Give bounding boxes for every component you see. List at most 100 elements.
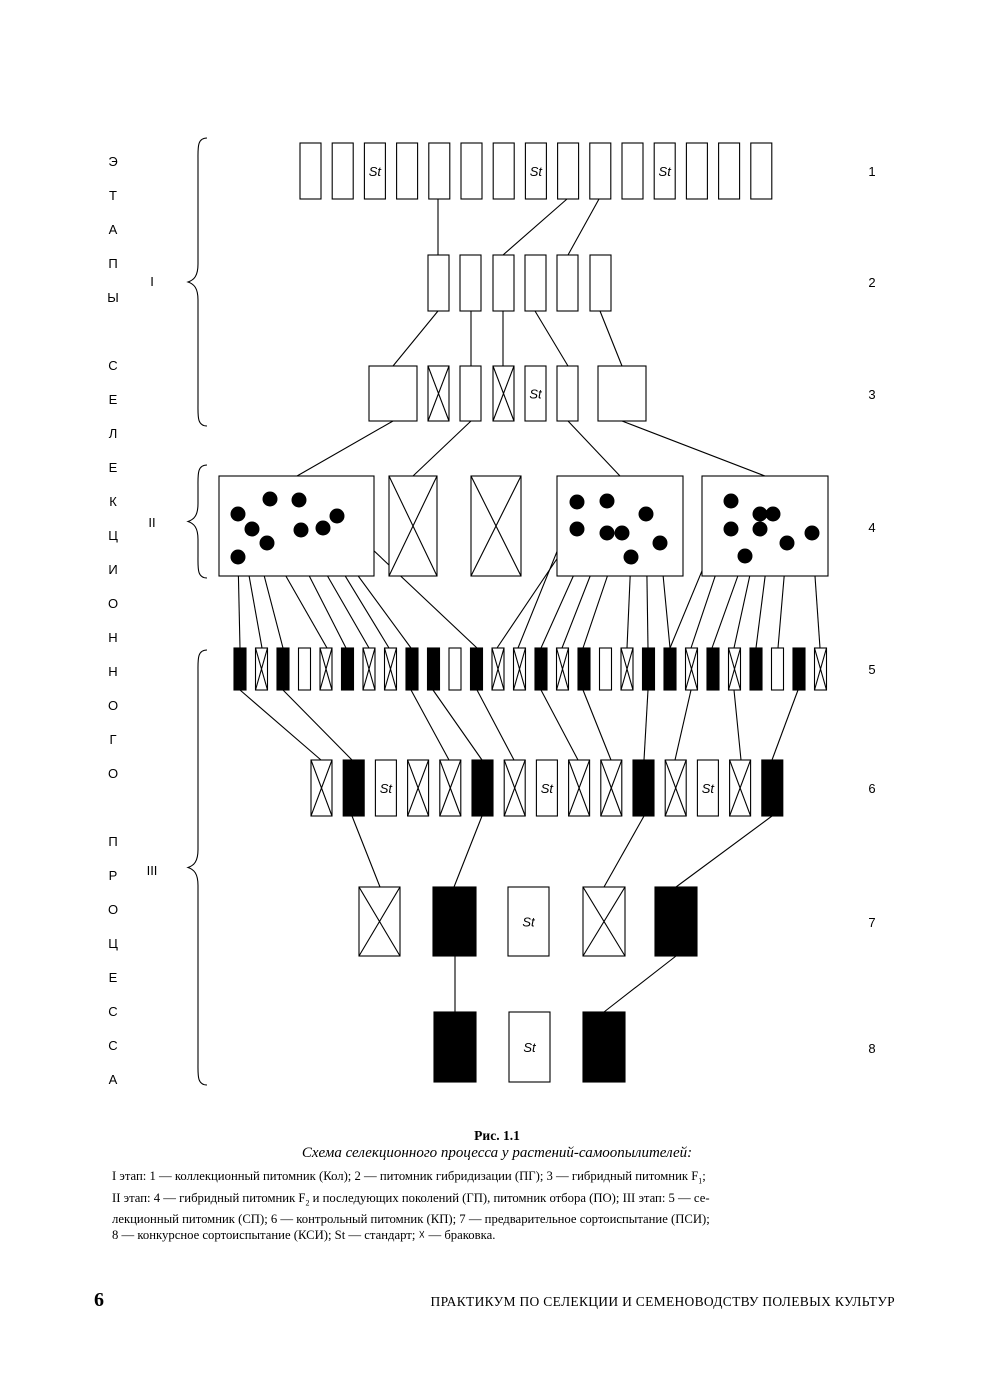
row2-plot: [492, 254, 515, 312]
selected-plant-dot: [259, 535, 275, 551]
selected-plant-dot: [293, 522, 309, 538]
brace-stage-3: [186, 649, 208, 1086]
row1-plot: [396, 142, 419, 200]
reject-cross-line: [727, 647, 742, 691]
stage-letter: И: [108, 562, 117, 577]
row5-plot: [426, 647, 441, 691]
selected-plant-dot: [315, 520, 331, 536]
legend-line-2b: и последующих поколений (ГП), питомник о…: [309, 1190, 710, 1205]
row-number: 8: [868, 1041, 875, 1056]
stage-letter: Ы: [107, 290, 119, 305]
row1-plot: [460, 142, 483, 200]
selected-plant-dot: [291, 492, 307, 508]
row5-plot: [233, 647, 247, 691]
figure-number: Рис. 1.1: [474, 1128, 520, 1143]
stage-letter: Ц: [108, 528, 118, 543]
row5-plot: [749, 647, 763, 691]
reject-cross-line: [568, 759, 591, 817]
stage-letter: О: [108, 596, 118, 611]
row6-plot: [471, 759, 494, 817]
stage-letter: С: [108, 1004, 117, 1019]
selected-plant-dot: [599, 493, 615, 509]
connector-line: [567, 420, 621, 477]
reject-cross-line: [407, 759, 430, 817]
row6-plot: [761, 759, 784, 817]
legend-line-2a: II этап: 4 — гибридный питомник F: [112, 1190, 306, 1205]
row5-plot: [663, 647, 677, 691]
selected-plant-dot: [262, 491, 278, 507]
connector-line: [540, 689, 579, 761]
selected-plant-dot: [804, 525, 820, 541]
selected-plant-dot: [569, 494, 585, 510]
row1-plot: [685, 142, 708, 200]
connector-line: [567, 198, 600, 256]
stage-letter: С: [108, 358, 117, 373]
connector-line: [453, 815, 483, 888]
reject-cross-line: [512, 647, 527, 691]
row8-plot: [508, 1011, 551, 1083]
row1-plot: [428, 142, 451, 200]
row3-plot: [524, 365, 547, 422]
row6-plot: [374, 759, 397, 817]
row1-plot: [718, 142, 741, 200]
row6-plot: [632, 759, 655, 817]
row1-plot: [621, 142, 644, 200]
row-number: 4: [868, 520, 875, 535]
row3-plot-wide: [368, 365, 418, 422]
stage-letter: С: [108, 1038, 117, 1053]
row1-plot: [331, 142, 354, 200]
reject-cross-line: [388, 475, 438, 577]
row8-plot: [582, 1011, 626, 1083]
reject-cross-line: [684, 647, 699, 691]
reject-cross-line: [600, 759, 623, 817]
selected-plant-dot: [652, 535, 668, 551]
selected-plant-dot: [329, 508, 345, 524]
stage-letter: Н: [108, 630, 117, 645]
connector-line: [675, 815, 773, 888]
selected-plant-dot: [723, 521, 739, 537]
row-number: 2: [868, 275, 875, 290]
selected-plant-dot: [614, 525, 630, 541]
selected-plant-dot: [244, 521, 260, 537]
selected-plant-dot: [569, 521, 585, 537]
connector-line: [674, 689, 692, 761]
figure-title: Схема селекционного процесса у растений-…: [301, 1145, 693, 1161]
row6-plot: [535, 759, 558, 817]
connector-line: [771, 689, 799, 761]
standard-label: St: [529, 387, 543, 402]
reject-cross-line: [664, 759, 687, 817]
selected-plant-dot: [599, 525, 615, 541]
selected-plant-dot: [779, 535, 795, 551]
row-number: 1: [868, 164, 875, 179]
row5-plot: [534, 647, 548, 691]
reject-cross-line: [492, 365, 515, 422]
connector-line: [733, 689, 742, 761]
reject-cross-line: [254, 647, 269, 691]
connector-line: [476, 689, 515, 761]
connector-line: [582, 689, 612, 761]
stage-label-2: II: [148, 515, 155, 530]
selected-plant-dot: [752, 521, 768, 537]
row6-plot: [342, 759, 365, 817]
row5-plot: [276, 647, 290, 691]
connector-line: [351, 815, 381, 888]
legend-sub-1: 1: [698, 1176, 703, 1186]
row7-plot: [507, 886, 550, 957]
running-title: ПРАКТИКУМ ПО СЕЛЕКЦИИ И СЕМЕНОВОДСТВУ ПО…: [430, 1294, 895, 1309]
row5-plot: [770, 647, 785, 691]
stage-letter: Р: [109, 868, 118, 883]
legend-line-1: I этап: 1 — коллекционный питомник (Кол)…: [112, 1169, 699, 1183]
stage-letter: А: [109, 1072, 118, 1087]
reject-cross-line: [319, 647, 333, 691]
stage-letter: О: [108, 902, 118, 917]
selected-plant-dot: [230, 506, 246, 522]
reject-cross-line: [555, 647, 570, 691]
reject-cross-line: [620, 647, 634, 691]
row5-plot: [405, 647, 419, 691]
reject-cross-line: [427, 365, 450, 422]
row3-plot: [459, 365, 482, 422]
reject-cross-line: [383, 647, 398, 691]
standard-label: St: [702, 781, 716, 796]
standard-label: St: [541, 781, 555, 796]
connector-line: [603, 955, 677, 1013]
